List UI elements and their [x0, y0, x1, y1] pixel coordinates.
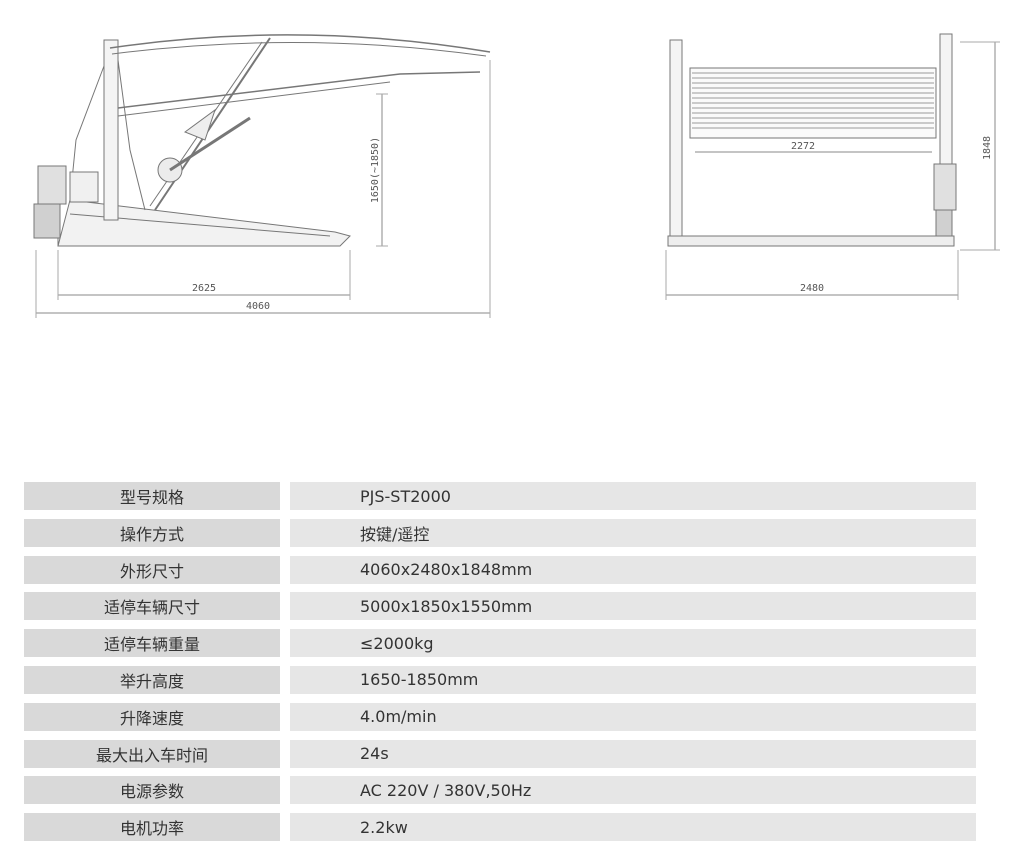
spec-label: 最大出入车时间: [24, 739, 280, 768]
spec-value: ≤2000kg: [290, 629, 976, 658]
technical-drawings: 2625 4060 1650(~1850): [33, 33, 1000, 318]
spec-row: 举升高度 1650-1850mm: [24, 665, 976, 694]
spec-row: 电机功率 2.2kw: [24, 813, 976, 842]
spec-label: 升降速度: [24, 702, 280, 731]
spec-label: 操作方式: [24, 518, 280, 547]
spec-label: 外形尺寸: [24, 555, 280, 584]
specs-table: 型号规格 PJS-ST2000 操作方式 按键/遥控 外形尺寸 4060x248…: [24, 482, 976, 850]
spec-label: 型号规格: [24, 482, 280, 510]
front-view-drawing: [665, 33, 1000, 300]
spec-value: PJS-ST2000: [290, 482, 976, 510]
spec-row: 外形尺寸 4060x2480x1848mm: [24, 555, 976, 584]
spec-value: 5000x1850x1550mm: [290, 592, 976, 621]
spec-value: 24s: [290, 739, 976, 768]
spec-row: 升降速度 4.0m/min: [24, 702, 976, 731]
dim-side-base: 2625: [192, 283, 216, 294]
spec-row: 型号规格 PJS-ST2000: [24, 482, 976, 510]
spec-value: 2.2kw: [290, 813, 976, 842]
spec-row: 适停车辆重量 ≤2000kg: [24, 629, 976, 658]
spec-value: 按键/遥控: [290, 518, 976, 547]
spec-value: 1650-1850mm: [290, 665, 976, 694]
spec-label: 适停车辆尺寸: [24, 592, 280, 621]
spec-row: 适停车辆尺寸 5000x1850x1550mm: [24, 592, 976, 621]
dim-front-height: 1848: [982, 136, 993, 160]
spec-row: 电源参数 AC 220V / 380V,50Hz: [24, 776, 976, 805]
spec-value: AC 220V / 380V,50Hz: [290, 776, 976, 805]
spec-value: 4.0m/min: [290, 702, 976, 731]
dim-front-width: 2480: [800, 283, 824, 294]
spec-label: 适停车辆重量: [24, 629, 280, 658]
spec-row: 操作方式 按键/遥控: [24, 518, 976, 547]
side-view-drawing: [33, 34, 491, 318]
spec-value: 4060x2480x1848mm: [290, 555, 976, 584]
spec-label: 电源参数: [24, 776, 280, 805]
spec-label: 举升高度: [24, 665, 280, 694]
spec-row: 最大出入车时间 24s: [24, 739, 976, 768]
spec-label: 电机功率: [24, 813, 280, 842]
dim-front-platform: 2272: [791, 141, 815, 152]
dim-side-length: 4060: [246, 301, 270, 312]
dim-side-height: 1650(~1850): [370, 137, 381, 203]
